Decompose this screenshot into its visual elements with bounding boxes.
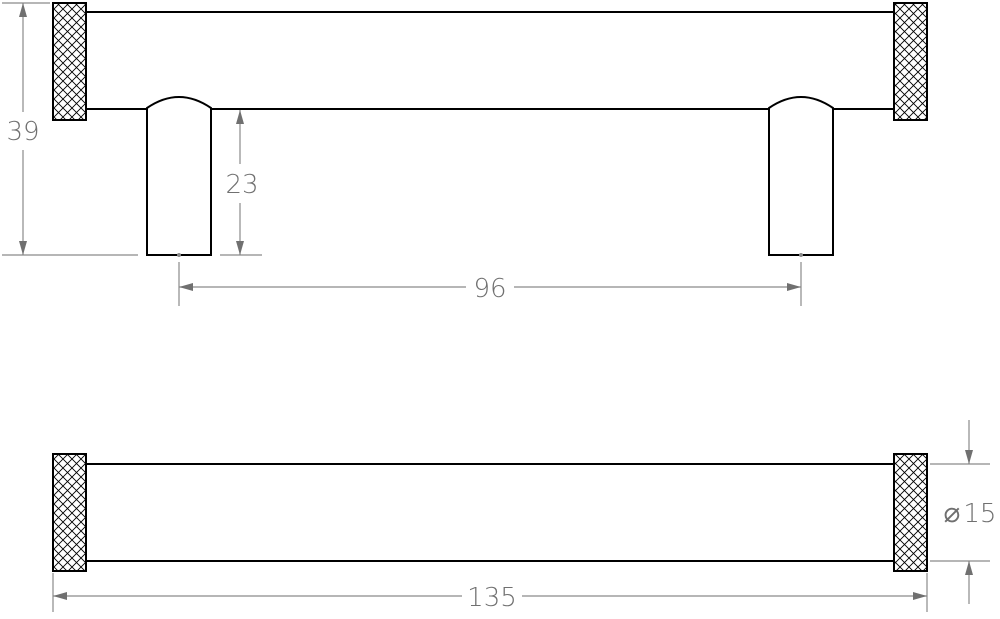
right-leg-center-mark [799,253,803,257]
left-leg-center-mark [177,253,181,257]
overall-height-label: 39 [6,117,39,147]
side-view [52,2,928,257]
dim-hole-spacing: 96 [178,262,802,306]
overall-length-label: 135 [467,583,517,613]
diameter-label: ⌀15 [944,496,997,529]
top-right-knurled-end [893,453,928,572]
dim-leg-height: 23 [220,110,262,256]
diameter-value: 15 [963,499,996,529]
diameter-symbol: ⌀ [944,496,961,529]
side-bar-body [85,11,895,110]
dim-overall-height: 39 [2,2,138,256]
top-left-knurled-end [52,453,87,572]
side-left-leg [146,96,212,256]
side-right-knurled-end [893,2,928,121]
side-right-leg [768,96,834,256]
leg-height-label: 23 [225,170,258,200]
dim-diameter: ⌀15 [930,420,996,604]
side-left-knurled-end [52,2,87,121]
hole-spacing-label: 96 [473,274,506,304]
top-bar-body [85,463,895,562]
top-view [52,453,928,572]
dim-overall-length: 135 [52,573,928,613]
